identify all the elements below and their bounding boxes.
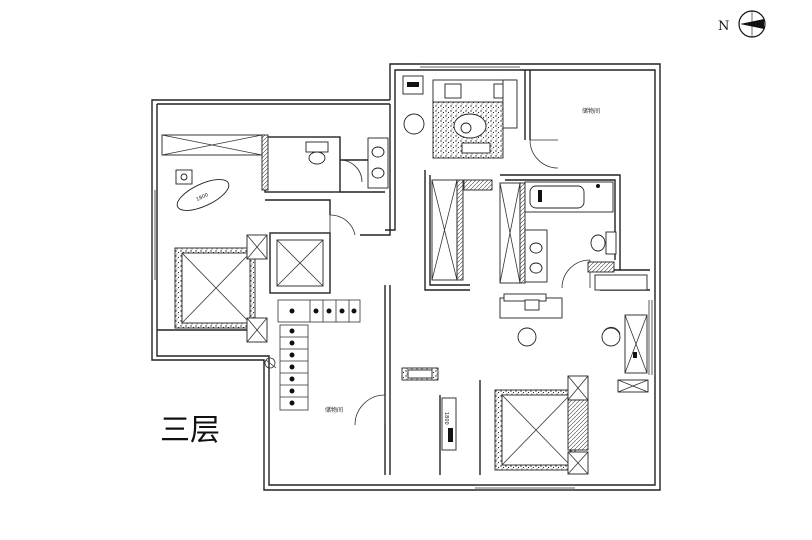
sink-icon — [367, 137, 389, 189]
chair-icon — [401, 367, 439, 381]
bench — [499, 293, 563, 347]
window-right — [648, 300, 656, 375]
svg-text:1800: 1800 — [443, 412, 449, 425]
window-left — [151, 190, 156, 280]
room-label-storage-bottom: 储物间 — [325, 406, 343, 414]
wardrobe-icon — [161, 134, 269, 191]
cabinet — [587, 261, 648, 291]
north-arrow-icon — [738, 10, 766, 38]
door-swing-icon — [329, 139, 591, 426]
room-label-storage-top: 储物间 — [582, 107, 600, 115]
bed-icon — [174, 234, 268, 343]
sink-icon — [524, 229, 548, 283]
toilet-icon — [305, 141, 329, 165]
floor-title: 三层 — [160, 413, 220, 448]
cabinet — [617, 379, 649, 393]
svg-text:1800: 1800 — [195, 192, 209, 203]
bathtub-icon — [524, 181, 614, 213]
lounge — [402, 75, 518, 159]
chair-icon — [601, 326, 621, 347]
interior-walls — [157, 70, 650, 475]
desk-icon: 1800 — [175, 169, 230, 211]
window-top — [420, 63, 520, 71]
bed-icon — [494, 375, 589, 475]
north-indicator: N — [718, 10, 766, 38]
outer-walls — [151, 63, 661, 491]
window-bottom — [475, 484, 575, 491]
stair-icon — [264, 299, 361, 411]
bathtub-icon: 1800 — [441, 397, 457, 451]
desk-icon — [624, 314, 648, 374]
wardrobe-icon — [431, 179, 526, 284]
toilet-icon — [590, 231, 617, 255]
north-letter: N — [718, 19, 729, 34]
shaft — [276, 239, 324, 287]
